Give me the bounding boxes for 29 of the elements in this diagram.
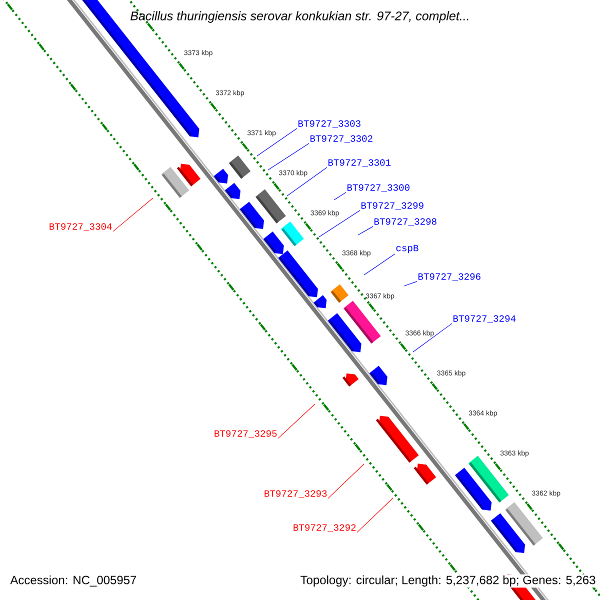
gene-label: BT9727_3299 — [361, 202, 424, 210]
footer-text: Topology: circular; Length: 5,237,682 bp; Genes: 5,263 — [299, 574, 597, 588]
map-title: Bacillus thuringiensis serovar konkukian str. 97-27, complet... — [130, 11, 468, 23]
leader-line — [334, 192, 346, 200]
leader-line — [268, 143, 310, 170]
gene-label: BT9727_3303 — [298, 120, 360, 128]
gene-label: BT9727_3298 — [374, 218, 436, 226]
leader-line — [112, 198, 154, 232]
leader-line — [286, 167, 328, 196]
gene-label: BT9727_3300 — [347, 184, 410, 192]
footer-text: Accession: NC_005957 — [9, 574, 138, 588]
leader-line — [278, 404, 316, 439]
gene-label: BT9727_3304 — [50, 223, 112, 231]
leader-line — [358, 226, 374, 236]
gene-label: BT9727_3295 — [214, 430, 277, 438]
gene-label: BT9727_3296 — [418, 273, 480, 281]
leader-line — [412, 323, 452, 352]
leader-line — [356, 498, 394, 533]
leader-line — [328, 464, 364, 499]
gene-label: BT9727_3293 — [264, 490, 327, 498]
gene-label: BT9727_3301 — [328, 159, 391, 167]
leader-line — [364, 254, 396, 276]
gene-label: BT9727_3292 — [294, 524, 356, 532]
gene-label: BT9727_3294 — [453, 315, 516, 323]
gene-label: BT9727_3302 — [310, 135, 372, 143]
leader-line — [404, 281, 418, 286]
leader-line — [318, 210, 360, 238]
gene-label: cspB — [396, 244, 418, 254]
leader-line — [256, 128, 298, 156]
